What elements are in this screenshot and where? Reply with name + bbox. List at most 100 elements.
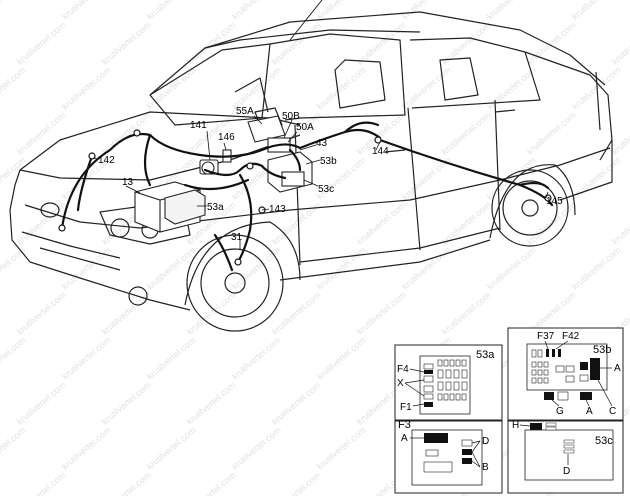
watermark-text: krutilvertel.com [15,380,68,427]
watermark-text: krutilvertel.com [525,20,578,67]
inset-53a-title: 53a [476,349,495,361]
inset-53a-F4: F4 [397,364,409,375]
watermark-text: krutilvertel.com [15,20,68,67]
watermark-text: krutilvertel.com [60,0,113,22]
callout-labels: 141 146 55A 50B 50A 43 53b 53c 144 145 1… [98,106,563,243]
watermark-text: krutilvertel.com [60,245,113,292]
callout-50A: 50A [296,122,314,133]
inset-F3-D: D [482,436,489,447]
watermark-text: krutilvertel.com [440,290,493,337]
inset-53b-title: 53b [593,344,611,356]
watermark-text: krutilvertel.com [100,290,153,337]
watermark-text: krutilvertel.com [0,0,28,22]
inset-53b-F42: F42 [562,331,580,342]
inset-53b-C: C [609,406,616,417]
inset-53c-H: H [512,420,519,431]
inset-53c-D: D [563,466,570,477]
watermark-text: krutilvertel.com [230,425,283,472]
inset-53c-title: 53c [595,435,613,447]
watermark-text: krutilvertel.com [0,245,28,292]
watermark-text: krutilvertel.com [0,65,28,112]
watermark-text: krutilvertel.com [100,470,153,496]
callout-55A: 55A [236,106,254,117]
callout-142: 142 [98,155,115,166]
inset-53b-A-bottom: A [586,406,593,417]
inset-F3-title: F3 [398,419,411,431]
watermark-text: krutilvertel.com [270,380,323,427]
callout-146: 146 [218,132,235,143]
watermark-text: krutilvertel.com [400,65,453,112]
inset-53b-A-right: A [614,363,621,374]
watermark-text: krutilvertel.com [400,0,453,22]
watermark-text: krutilvertel.com [570,0,623,22]
watermark-text: krutilvertel.com [145,65,198,112]
watermark-text: krutilvertel.com [60,335,113,382]
connectors [58,129,552,266]
watermark-text: krutilvertel.com [0,335,28,382]
watermark-text: krutilvertel.com [185,470,238,496]
engine-bay-components [134,115,313,233]
watermark-text: krutilvertel.com [15,110,68,157]
watermark-text: krutilvertel.com [315,245,368,292]
watermark-text: krutilvertel.com [185,380,238,427]
callout-53a: 53a [207,202,224,213]
module-53c [281,171,305,187]
callout-144: 144 [372,146,389,157]
inset-F3: F3 A D B [394,419,503,494]
watermark-text: krutilvertel.com [570,65,623,112]
inset-F3-A: A [401,433,408,444]
watermark-text: krutilvertel.com [100,20,153,67]
callout-43: 43 [316,138,328,149]
inset-53b-F37: F37 [537,331,555,342]
watermark-text: krutilvertel.com [270,290,323,337]
watermark-text: krutilvertel.com [525,110,578,157]
watermark-text: krutilvertel.com [315,425,368,472]
watermark-text: krutilvertel.com [610,20,630,67]
watermark-text: krutilvertel.com [185,20,238,67]
watermark-text: krutilvertel.com [355,290,408,337]
watermark-text: krutilvertel.com [230,65,283,112]
watermark-text: krutilvertel.com [100,380,153,427]
callout-141: 141 [190,120,207,131]
watermark-text: krutilvertel.com [270,470,323,496]
inset-53a: 53a F4 X F1 [394,344,503,421]
watermark-text: krutilvertel.com [485,0,538,22]
callout-53c: 53c [318,184,334,195]
watermark-text: krutilvertel.com [145,335,198,382]
watermark-text: krutilvertel.com [485,245,538,292]
watermark-text: krutilvertel.com [230,335,283,382]
inset-53c: H 53c D [507,420,624,494]
fuse-box-53a [164,189,206,225]
watermark-text: krutilvertel.com [440,200,493,247]
watermark-text: krutilvertel.com [485,65,538,112]
watermark-text: krutilvertel.com [315,335,368,382]
car-outline [9,11,613,332]
watermark-text: krutilvertel.com [15,470,68,496]
antenna-lead [289,0,323,41]
inset-53b-G: G [556,406,564,417]
inset-F3-B: B [482,462,489,473]
watermark-text: krutilvertel.com [60,65,113,112]
callout-13: 13 [122,177,134,188]
callout-53b: 53b [320,156,337,167]
watermark-text: krutilvertel.com [570,155,623,202]
watermark-text: krutilvertel.com [185,290,238,337]
callout-31: 31 [231,232,243,243]
watermark-text: krutilvertel.com [610,110,630,157]
watermark-text: krutilvertel.com [485,155,538,202]
watermark-text: krutilvertel.com [610,200,630,247]
watermark-text: krutilvertel.com [60,425,113,472]
watermark-text: krutilvertel.com [145,425,198,472]
watermark-text: krutilvertel.com [0,425,28,472]
watermark-text: krutilvertel.com [440,110,493,157]
watermark-text: krutilvertel.com [230,0,283,22]
callout-50B: 50B [282,111,300,122]
inset-53b: F37 F42 53b A G A C [507,327,624,421]
watermark-text: krutilvertel.com [355,200,408,247]
watermark-text: krutilvertel.com [400,245,453,292]
callout-145: 145 [546,196,563,207]
watermark-text: krutilvertel.com [570,245,623,292]
watermark-text: krutilvertel.com [0,155,28,202]
watermark-text: krutilvertel.com [15,290,68,337]
